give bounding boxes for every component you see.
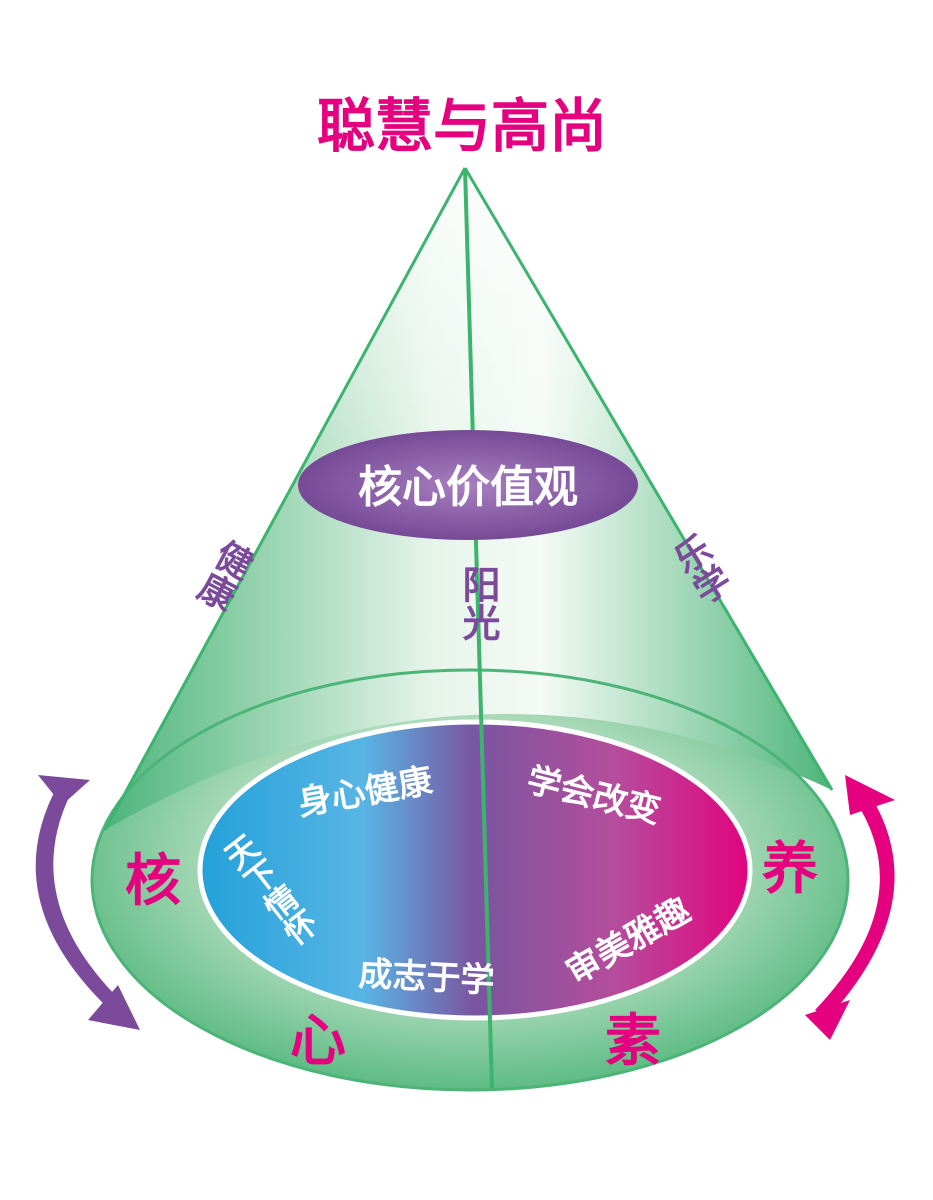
core-values-ellipse [298,430,638,540]
ring-char-1: 核 [125,849,181,914]
ring-char-2: 心 [290,1009,346,1074]
ring-char-3: 素 [605,1009,661,1074]
item-aspire-learning: 成志于学 [358,954,496,1001]
purple-rotate-arrow-icon [35,775,140,1030]
label-sunshine: 阳光 [456,565,500,641]
inner-ellipse [197,719,753,1021]
title: 聪慧与高尚 [317,92,607,160]
ring-char-4: 养 [762,837,818,902]
core-values-label: 核心价值观 [358,462,578,513]
magenta-rotate-arrow-icon [805,775,895,1040]
